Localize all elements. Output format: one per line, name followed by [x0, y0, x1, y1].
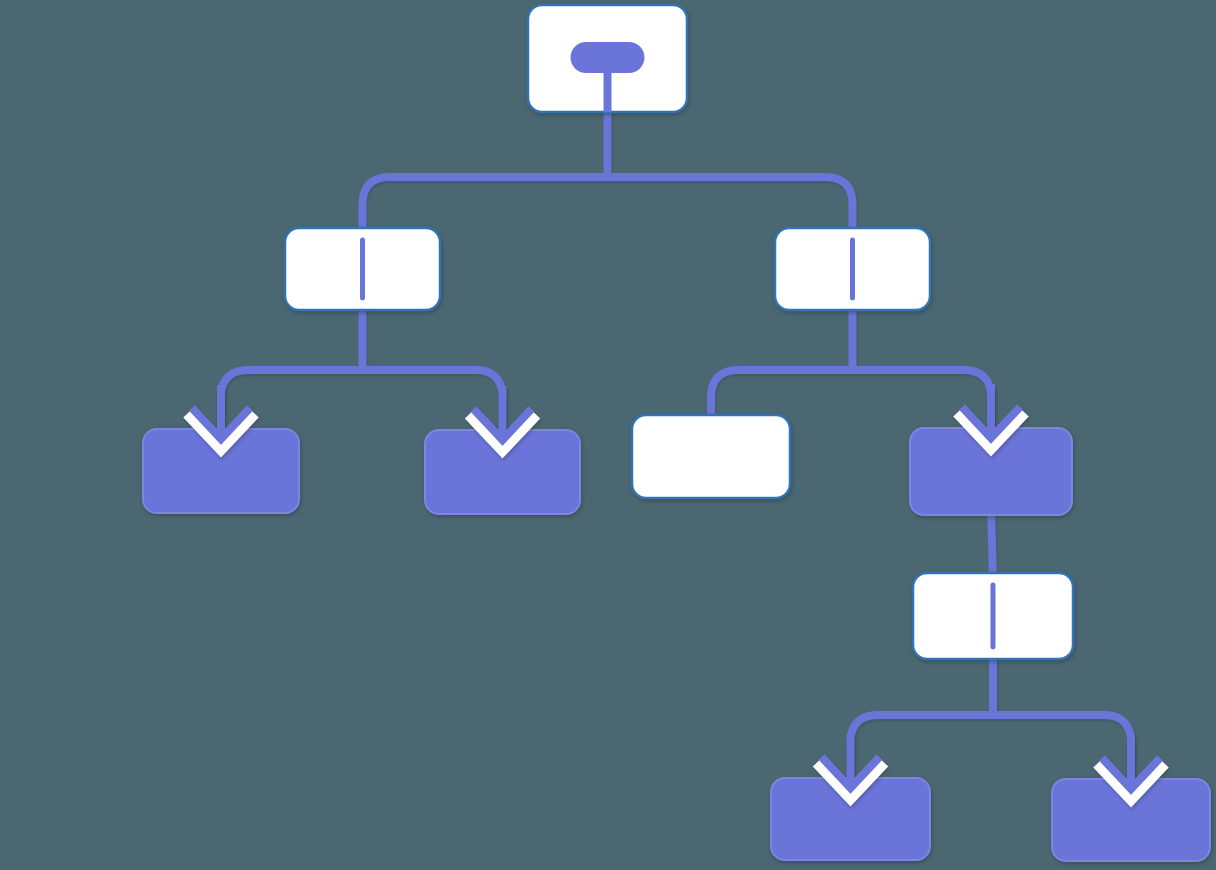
root-pill-icon — [570, 42, 645, 73]
node-box — [630, 413, 792, 500]
purple-chevron-arrowhead — [470, 406, 535, 446]
white-chevron-glyph — [812, 757, 889, 807]
white-chevron-glyph — [1093, 758, 1169, 808]
purple-chevron-arrowhead — [1099, 755, 1163, 795]
collapse-arrow-icon[interactable] — [464, 386, 541, 459]
icon-layer — [183, 384, 1169, 808]
purple-chevron-arrowhead — [959, 404, 1023, 444]
tree-node-n2[interactable] — [773, 226, 932, 312]
tree-node-n2b1[interactable] — [911, 571, 1075, 661]
white-chevron-glyph — [464, 409, 541, 459]
collapse-arrow-icon[interactable] — [183, 385, 259, 458]
tree-node-n1[interactable] — [283, 226, 442, 312]
purple-chevron-arrowhead — [189, 405, 253, 445]
tree-node-n2a[interactable] — [630, 413, 792, 500]
purple-chevron-arrowhead — [818, 754, 883, 794]
tree-node-root[interactable] — [526, 3, 689, 114]
connector-edge-n2b — [987, 502, 997, 583]
collapse-arrow-icon[interactable] — [953, 384, 1029, 457]
collapse-arrow-icon[interactable] — [812, 734, 889, 807]
collapse-arrow-icon[interactable] — [1093, 735, 1169, 808]
node-layer — [142, 3, 1211, 862]
white-chevron-glyph — [953, 407, 1029, 457]
white-chevron-glyph — [183, 408, 259, 458]
